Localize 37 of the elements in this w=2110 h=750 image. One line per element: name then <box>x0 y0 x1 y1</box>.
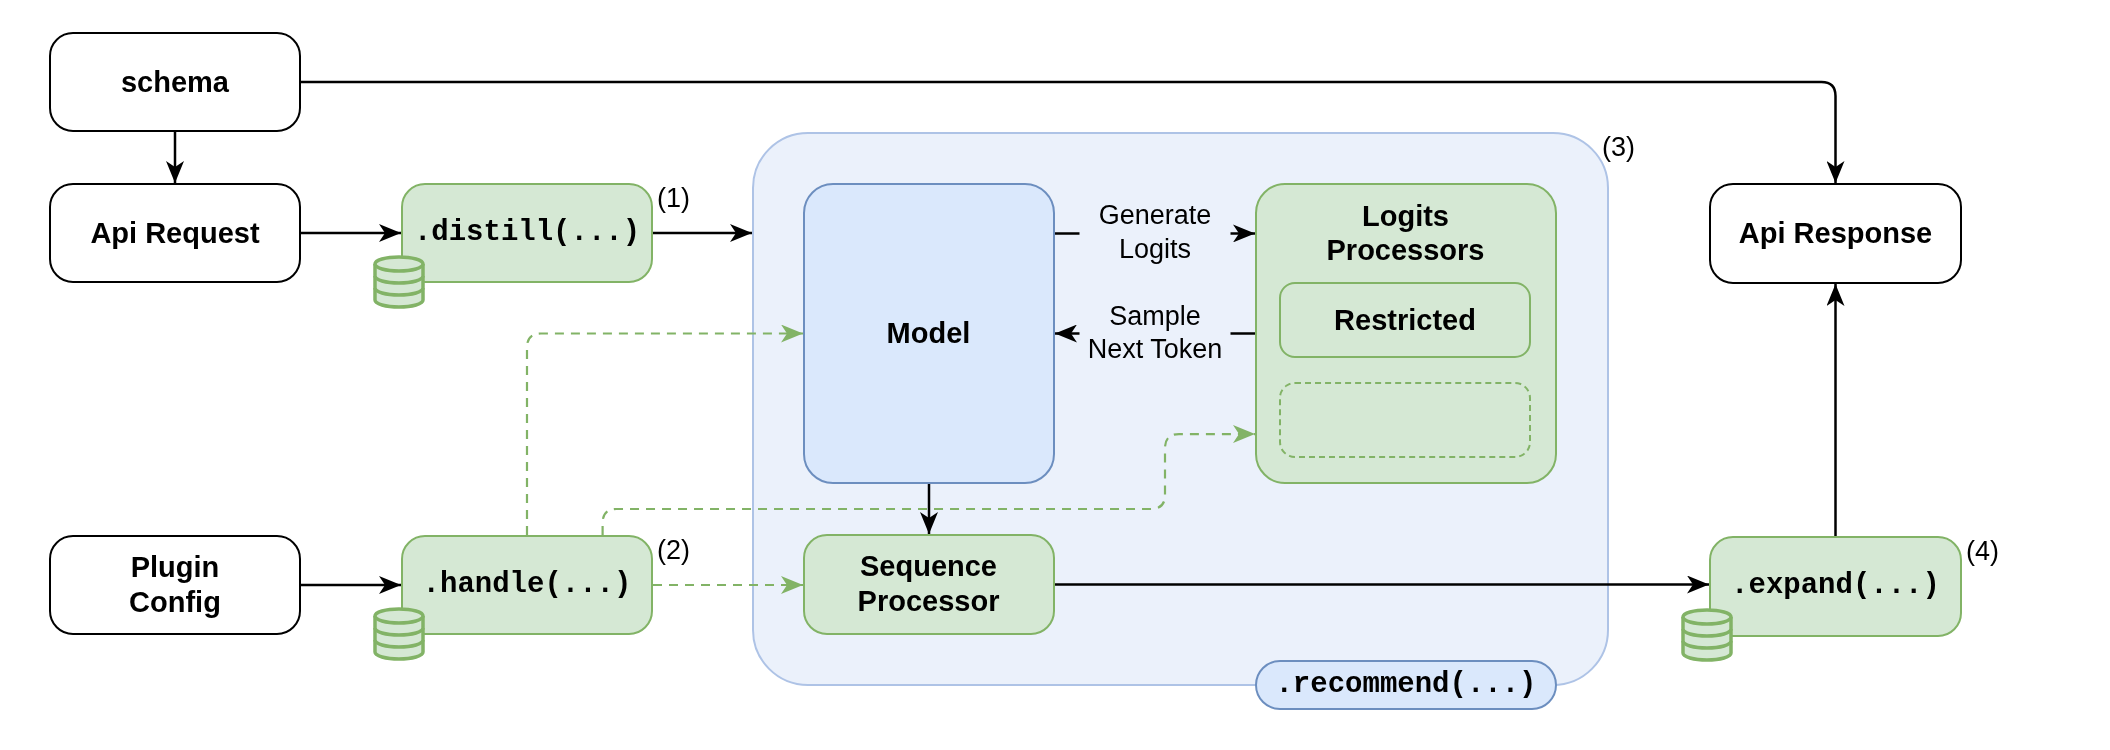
process-box <box>1709 183 1962 284</box>
callout-number: (2) <box>657 537 690 564</box>
placeholder-box <box>1279 382 1531 458</box>
node-label: Api Request <box>90 215 260 251</box>
arrow <box>166 132 184 183</box>
arrow <box>1826 284 1845 536</box>
node-label: Model <box>886 315 971 351</box>
method-name: .distill(...) <box>413 215 641 251</box>
arrow <box>301 80 1845 183</box>
node-label: Api Response <box>1738 216 1933 251</box>
dashed-arrow <box>525 324 803 535</box>
dashed-arrow <box>653 576 803 594</box>
group-title: Logits Processors <box>1325 198 1486 269</box>
node-label: Restricted <box>1334 302 1476 338</box>
process-box <box>802 533 1055 635</box>
node-label: Sequence Processor <box>856 549 1001 619</box>
callout-number: (3) <box>1602 134 1635 161</box>
arrow <box>1055 575 1709 594</box>
callout-number: (4) <box>1966 538 1999 565</box>
method-name: .recommend(...) <box>1275 667 1537 703</box>
process-box <box>49 535 301 635</box>
process-box <box>49 183 301 283</box>
method-pill <box>1255 660 1557 710</box>
node-label: schema <box>121 64 229 100</box>
processor-group <box>1254 182 1557 484</box>
dashed-arrow <box>601 425 1255 535</box>
process-box <box>49 32 301 132</box>
method-name: .handle(...) <box>422 567 632 603</box>
arrow <box>653 224 752 242</box>
process-box <box>1279 282 1531 358</box>
callout-number: (1) <box>657 185 690 212</box>
arrow <box>301 576 401 594</box>
arrow <box>301 224 401 242</box>
arrow <box>920 484 938 534</box>
model-box <box>802 182 1055 484</box>
node-label: Plugin Config <box>128 550 222 620</box>
method-name: .expand(...) <box>1731 569 1940 604</box>
